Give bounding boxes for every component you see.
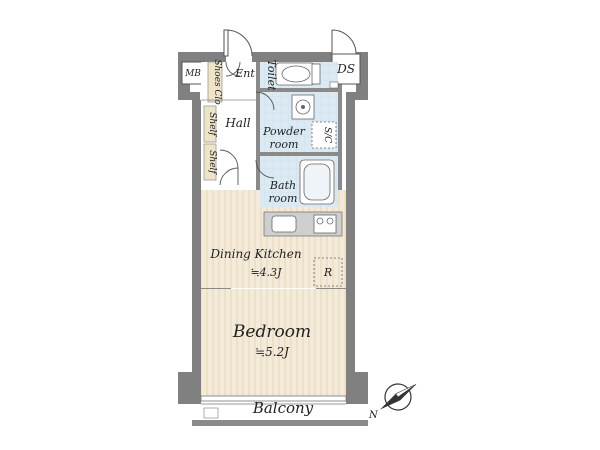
bedroom-area: ≒5.2J	[255, 345, 290, 359]
refrigerator-space	[313, 257, 343, 287]
entrance-door	[223, 29, 253, 57]
shoes-closet-label: Shoes Clo	[212, 59, 222, 105]
bath-room-label-1: Bath	[269, 179, 296, 192]
bath-room-label-2: room	[269, 192, 298, 205]
entrance-label: Ent	[234, 67, 255, 80]
shelf-2	[203, 143, 217, 181]
refrigerator-label: R	[323, 266, 332, 279]
hall-label: Hall	[224, 116, 250, 130]
toilet-fixture	[275, 62, 321, 86]
compass-icon: N	[368, 383, 417, 421]
dining-kitchen-label: Dining Kitchen	[209, 247, 301, 261]
interior-doors	[219, 61, 275, 186]
washbasin	[291, 94, 315, 120]
meter-box-label: MB	[184, 69, 201, 79]
shelf-1	[203, 105, 217, 143]
bedroom-floor	[201, 289, 346, 396]
toilet-window	[329, 81, 339, 89]
toilet-label: Toilet	[265, 59, 278, 91]
ds-label: DS	[336, 62, 355, 76]
ds-door	[331, 29, 357, 56]
bedroom-label: Bedroom	[232, 322, 311, 342]
kitchen-counter	[263, 211, 343, 237]
powder-room-label-1: Powder	[262, 125, 306, 138]
compass-north-label: N	[368, 410, 379, 421]
balcony-area	[192, 395, 368, 426]
powder-room-label-2: room	[270, 138, 299, 151]
shelf-2-label: Shelf	[207, 150, 217, 175]
shelf-1-label: Shelf	[207, 112, 217, 137]
balcony-label: Balcony	[252, 399, 314, 417]
shoes-closet	[207, 61, 223, 103]
bathtub	[299, 159, 335, 205]
storage-code-label: S/C	[322, 127, 332, 143]
washing-machine-space	[311, 121, 337, 149]
dining-kitchen-area: ≒4.3J	[250, 266, 282, 279]
